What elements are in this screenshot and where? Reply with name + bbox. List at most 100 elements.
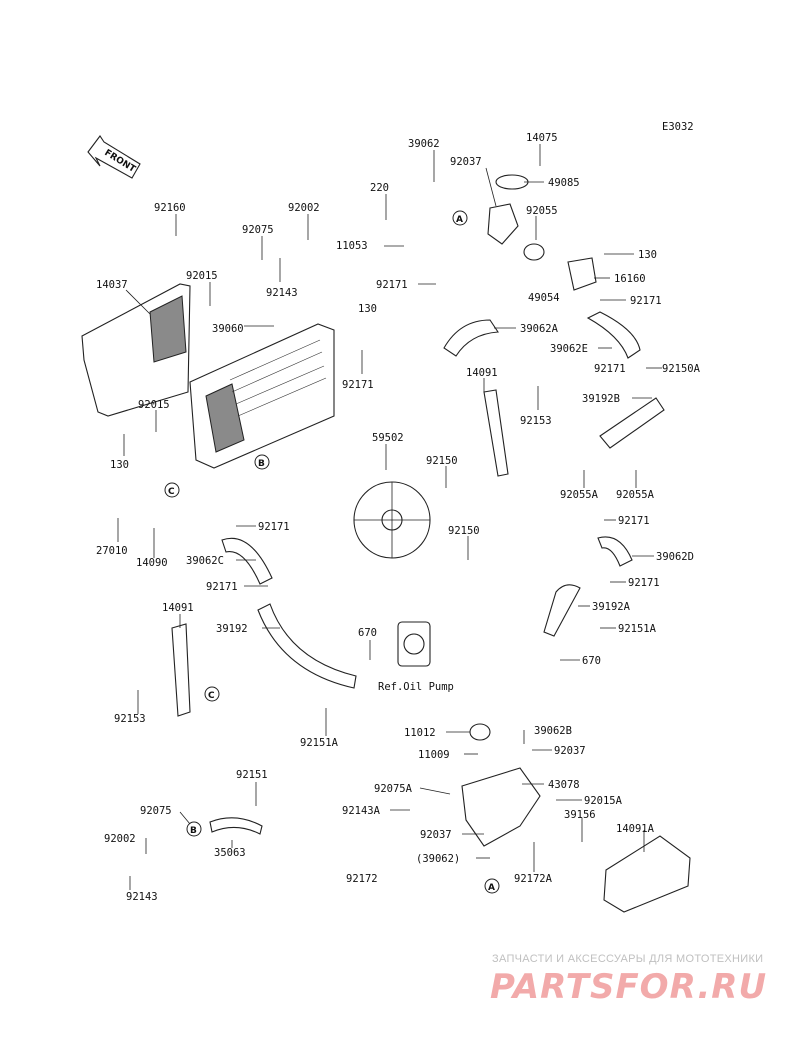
hose-39062A [443, 319, 499, 357]
label-92143-top: 92143 [266, 287, 298, 299]
pipe-39192A [543, 584, 581, 637]
label-92002-bot: 92002 [104, 833, 136, 845]
watermark-brand: PARTSFOR.RU [490, 967, 767, 1007]
leader-lines [117, 144, 662, 890]
radiator-cap [469, 174, 529, 741]
label-130-a: 130 [638, 249, 657, 261]
label-92055: 92055 [526, 205, 558, 217]
label-59502: 59502 [372, 432, 404, 444]
label-92171-c: 92171 [342, 379, 374, 391]
reserve-tank [461, 767, 541, 847]
hose-39062C [221, 537, 273, 585]
svg-text:C: C [168, 487, 175, 497]
label-14091-mid: 14091 [466, 367, 498, 379]
label-92037-top: 92037 [450, 156, 482, 168]
label-92150-a: 92150 [426, 455, 458, 467]
label-14090: 14090 [136, 557, 168, 569]
label-92015-mid: 92015 [138, 399, 170, 411]
label-39062-paren: (39062) [416, 853, 460, 865]
svg-text:B: B [258, 459, 265, 469]
label-49085: 49085 [548, 177, 580, 189]
svg-text:A: A [488, 883, 495, 893]
label-39156: 39156 [564, 809, 596, 821]
label-27010: 27010 [96, 545, 128, 557]
label-92171-b: 92171 [630, 295, 662, 307]
coolant-pipe-35063 [209, 817, 263, 835]
label-11053: 11053 [336, 240, 368, 252]
label-14091-left: 14091 [162, 602, 194, 614]
label-39192A: 39192A [592, 601, 631, 613]
label-670-a: 670 [358, 627, 377, 639]
radiator-shroud [81, 283, 191, 417]
label-39062E: 39062E [550, 343, 588, 355]
label-92171-d: 92171 [594, 363, 626, 375]
label-92151: 92151 [236, 769, 268, 781]
label-11009: 11009 [418, 749, 450, 761]
watermark-tagline: ЗАПЧАСТИ И АКСЕССУАРЫ ДЛЯ МОТОТЕХНИКИ [492, 953, 763, 965]
label-14091A: 14091A [616, 823, 655, 835]
label-92153-mid: 92153 [520, 415, 552, 427]
label-ref-oil-pump: Ref.Oil Pump [378, 681, 454, 693]
label-92171-h: 92171 [628, 577, 660, 589]
bracket-14091-left [171, 623, 191, 717]
label-92015A: 92015A [584, 795, 623, 807]
label-39062B: 39062B [534, 725, 572, 737]
hose-39062E [586, 311, 641, 359]
pipe-39192 [257, 603, 357, 689]
ref-circle-c-bottom: C [204, 686, 220, 702]
label-92153-left: 92153 [114, 713, 146, 725]
label-92002-top: 92002 [288, 202, 320, 214]
svg-text:C: C [208, 691, 215, 701]
label-130-c: 130 [110, 459, 129, 471]
label-39062C: 39062C [186, 555, 224, 567]
label-220: 220 [370, 182, 389, 194]
oil-pump [397, 621, 431, 667]
label-92015-top: 92015 [186, 270, 218, 282]
label-92172: 92172 [346, 873, 378, 885]
label-92037-c: 92037 [420, 829, 452, 841]
cooling-fan [353, 481, 431, 559]
label-39062D: 39062D [656, 551, 694, 563]
bracket-14091-mid [483, 389, 509, 477]
label-92171-e: 92171 [258, 521, 290, 533]
label-39192: 39192 [216, 623, 248, 635]
thermostat-housing [487, 203, 597, 291]
ref-circle-c-left: C [164, 482, 180, 498]
label-92150-b: 92150 [448, 525, 480, 537]
label-130-b: 130 [358, 303, 377, 315]
label-92171-a: 92171 [376, 279, 408, 291]
svg-text:A: A [456, 215, 463, 225]
hose-39062D [597, 536, 633, 567]
front-arrow-icon: FRONT [87, 135, 141, 179]
label-11012: 11012 [404, 727, 436, 739]
label-92143-bot: 92143 [126, 891, 158, 903]
pipe-39192B [599, 397, 665, 449]
label-92037-b: 92037 [554, 745, 586, 757]
ref-circle-a-bottom: A [484, 878, 500, 894]
label-92055A-a: 92055A [560, 489, 599, 501]
ref-circle-b-top: B [254, 454, 270, 470]
svg-text:B: B [190, 826, 197, 836]
label-39192B: 39192B [582, 393, 620, 405]
label-92150A: 92150A [662, 363, 701, 375]
label-35063: 35063 [214, 847, 246, 859]
label-92075-top: 92075 [242, 224, 274, 236]
label-14075: 14075 [526, 132, 558, 144]
label-49054: 49054 [528, 292, 560, 304]
ref-circle-a-top: A [452, 210, 468, 226]
label-92055A-b: 92055A [616, 489, 655, 501]
label-39060: 39060 [212, 323, 244, 335]
reserve-tank-cover [603, 835, 691, 913]
label-39062-top: 39062 [408, 138, 440, 150]
label-92075-bot: 92075 [140, 805, 172, 817]
diagram-code: E3032 [662, 121, 694, 133]
label-670-b: 670 [582, 655, 601, 667]
label-92160: 92160 [154, 202, 186, 214]
label-92075A: 92075A [374, 783, 413, 795]
ref-circle-b-bottom: B [186, 821, 202, 837]
label-14037: 14037 [96, 279, 128, 291]
label-39062A: 39062A [520, 323, 559, 335]
label-92151A-right: 92151A [618, 623, 657, 635]
label-92171-g: 92171 [206, 581, 238, 593]
